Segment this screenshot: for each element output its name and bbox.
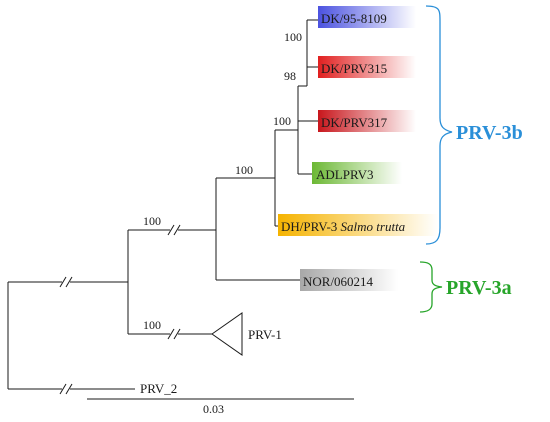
clade-bracket-prv3b bbox=[425, 5, 453, 245]
taxon-prv1: PRV-1 bbox=[248, 327, 282, 342]
highlight-dh bbox=[278, 214, 438, 236]
tree-branches bbox=[7, 19, 318, 390]
bootstrap-value: 100 bbox=[284, 30, 302, 44]
taxon-prv315: DK/PRV315 bbox=[321, 61, 387, 76]
highlight-adl bbox=[312, 162, 402, 184]
taxon-prv2: PRV_2 bbox=[140, 381, 177, 396]
taxon-prv317: DK/PRV317 bbox=[321, 115, 388, 130]
bootstrap-value: 100 bbox=[143, 318, 161, 332]
bootstrap-value: 100 bbox=[143, 214, 161, 228]
bootstrap-value: 100 bbox=[235, 163, 253, 177]
taxon-nor: NOR/060214 bbox=[303, 274, 374, 289]
highlight-prv315 bbox=[318, 56, 416, 78]
taxon-dk95: DK/95-8109 bbox=[321, 11, 387, 26]
bootstrap-value: 98 bbox=[284, 69, 296, 83]
clade-label-prv3a: PRV-3a bbox=[446, 277, 512, 299]
branch-break-marks bbox=[59, 224, 181, 395]
bootstrap-value: 100 bbox=[273, 114, 291, 128]
highlight-prv317 bbox=[318, 110, 416, 132]
taxon-adl: ADLPRV3 bbox=[316, 167, 373, 182]
clade-bracket-prv3a bbox=[419, 261, 443, 313]
taxon-dh: DH/PRV-3 Salmo trutta bbox=[281, 219, 406, 234]
clade-label-prv3b: PRV-3b bbox=[456, 122, 523, 144]
scale-bar-label: 0.03 bbox=[203, 402, 224, 416]
highlight-dk95 bbox=[318, 6, 416, 28]
highlight-nor bbox=[300, 269, 398, 291]
